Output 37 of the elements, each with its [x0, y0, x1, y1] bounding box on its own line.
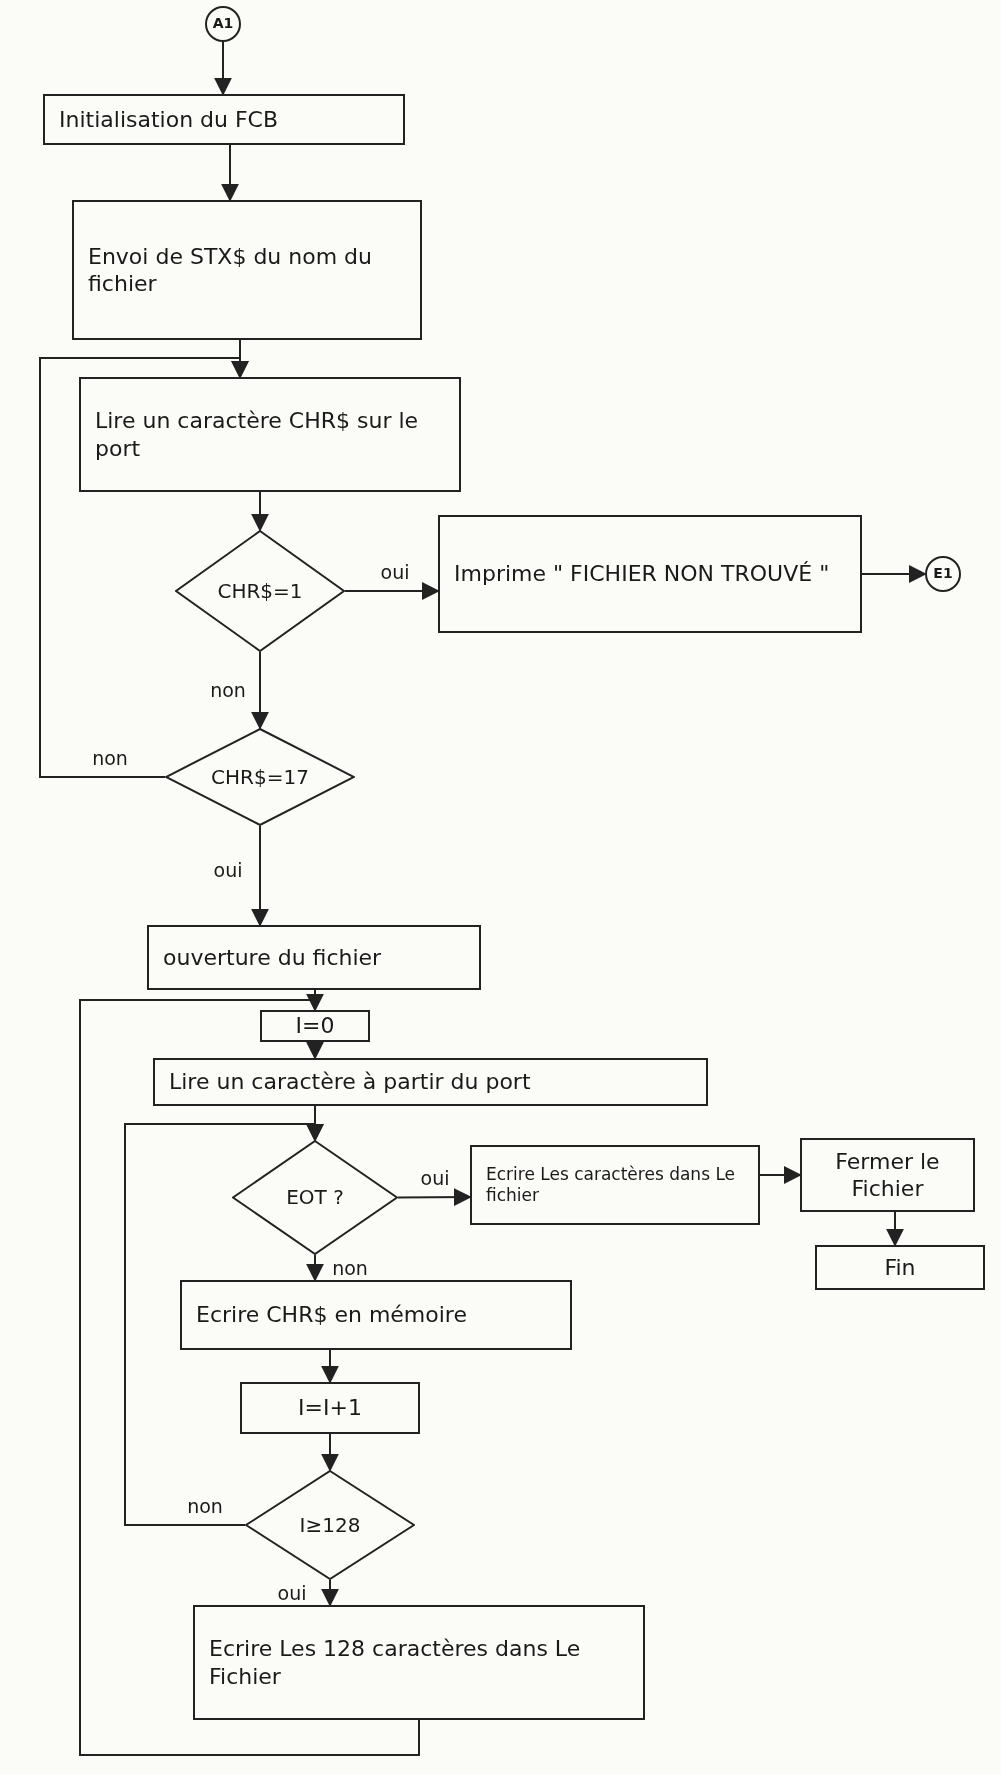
- decision-diamond: I≥128: [245, 1470, 415, 1580]
- process-box: ouverture du fichier: [147, 925, 481, 990]
- decision-diamond: CHR$=1: [175, 530, 345, 652]
- arrow: [251, 825, 269, 927]
- arrow: [306, 1041, 324, 1060]
- process-box: I=0: [260, 1010, 370, 1042]
- arrow: [321, 1433, 339, 1472]
- decision-diamond: EOT ?: [232, 1140, 398, 1255]
- process-box: Envoi de STX$ du nom du fichier: [72, 200, 422, 340]
- arrow: [79, 993, 420, 1756]
- connector-circle: E1: [925, 556, 961, 592]
- arrow: [321, 1349, 339, 1384]
- process-box: Lire un caractère à partir du port: [153, 1058, 708, 1106]
- arrow: [861, 565, 927, 583]
- process-box: Ecrire Les caractères dans Le fichier: [470, 1145, 760, 1225]
- process-box: Imprime " FICHIER NON TROUVÉ ": [438, 515, 862, 633]
- process-box: Ecrire Les 128 caractères dans Le Fichier: [193, 1605, 645, 1720]
- arrow: [344, 582, 440, 600]
- arrow: [39, 357, 249, 778]
- arrow: [251, 491, 269, 532]
- process-box: Ecrire CHR$ en mémoire: [180, 1280, 572, 1350]
- arrow: [886, 1211, 904, 1247]
- arrow: [397, 1188, 472, 1207]
- arrow: [321, 1579, 339, 1607]
- arrow: [124, 1123, 324, 1526]
- process-box: Lire un caractère CHR$ sur le port: [79, 377, 461, 492]
- arrow: [214, 41, 232, 96]
- process-box: I=I+1: [240, 1382, 420, 1434]
- arrow: [251, 651, 269, 730]
- process-box: Initialisation du FCB: [43, 94, 405, 145]
- process-box: Fin: [815, 1245, 985, 1290]
- connector-circle: A1: [205, 6, 241, 42]
- arrow: [759, 1166, 802, 1184]
- process-box: Fermer le Fichier: [800, 1138, 975, 1212]
- arrow: [221, 144, 239, 202]
- arrow: [306, 1254, 324, 1282]
- decision-diamond: CHR$=17: [165, 728, 355, 826]
